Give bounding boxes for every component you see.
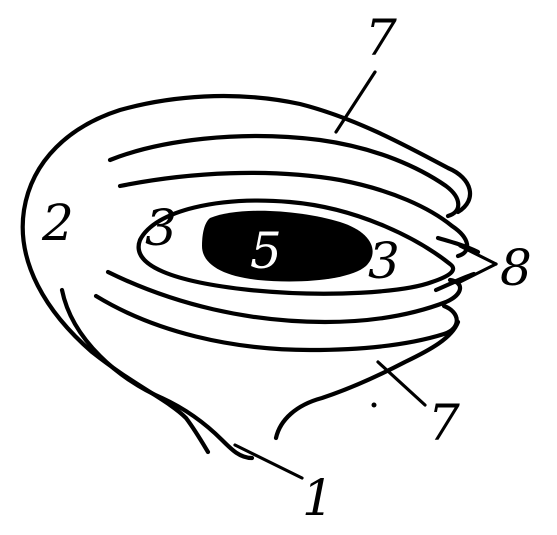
leader-1: [235, 445, 302, 478]
label-1: 1: [302, 469, 334, 527]
label-7-lower: 7: [428, 394, 460, 452]
embryo-sac: [202, 211, 373, 282]
label-3-right: 3: [368, 232, 400, 290]
outer-integument-lower-lip: [96, 296, 457, 350]
dot-mark: [372, 403, 377, 408]
leader-7-lower: [378, 362, 425, 405]
micropyle-upper: [438, 238, 478, 252]
label-2: 2: [41, 194, 74, 252]
label-5: 5: [250, 222, 282, 280]
label-3-left: 3: [145, 199, 177, 257]
leader-8-lower: [460, 264, 496, 282]
funiculus-outer: [62, 290, 252, 458]
leader-8-upper: [460, 246, 496, 264]
label-7-upper: 7: [365, 9, 397, 67]
label-8: 8: [500, 239, 532, 297]
